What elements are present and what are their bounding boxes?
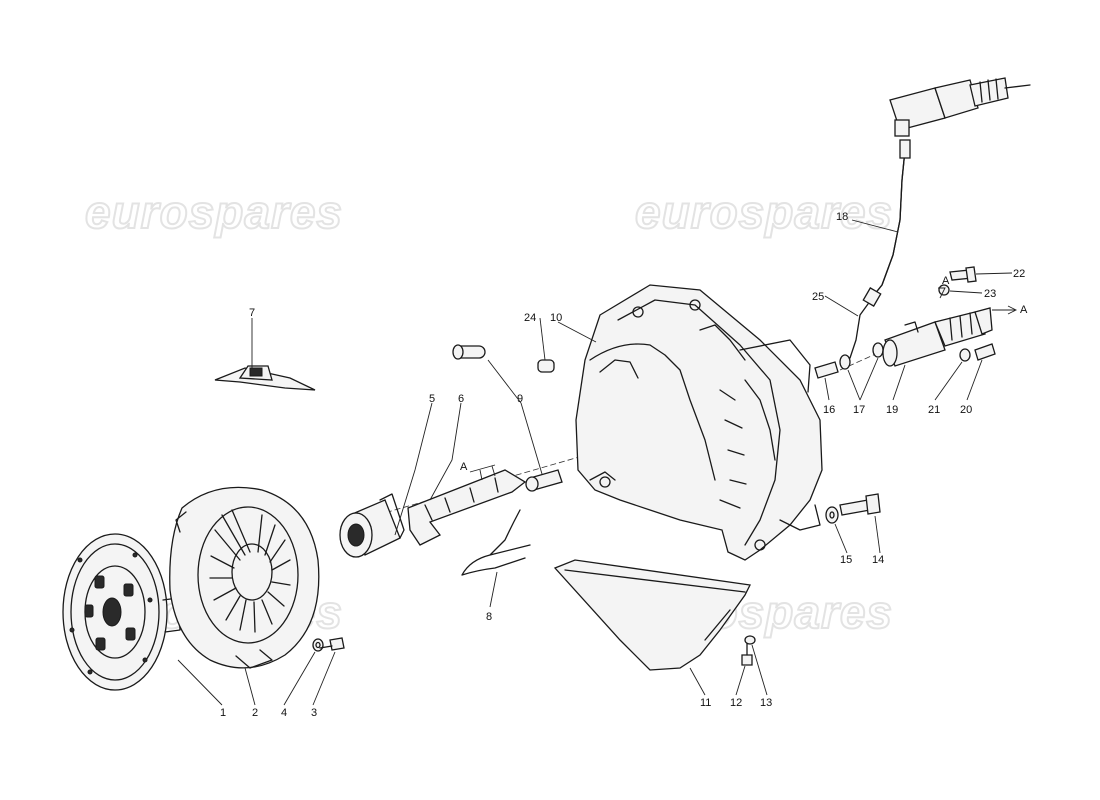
callout-1: 1 — [220, 707, 226, 719]
washer-13 — [744, 635, 756, 645]
washer-15 — [825, 506, 839, 524]
hydraulic-hose — [862, 139, 911, 307]
callout-16: 16 — [823, 404, 835, 416]
bolt-20 — [974, 343, 996, 361]
callout-7: 7 — [249, 307, 255, 319]
ref-marker-a-upper: A — [1020, 304, 1028, 316]
leader-lines — [177, 219, 1013, 706]
callout-23: 23 — [984, 288, 996, 300]
ref-marker-a-fork: A — [460, 461, 468, 473]
callout-8: 8 — [486, 611, 492, 623]
callout-20: 20 — [960, 404, 972, 416]
clutch-pipe — [849, 303, 869, 359]
callout-21: 21 — [928, 404, 940, 416]
callout-22: 22 — [1013, 268, 1025, 280]
washers-17 — [839, 342, 884, 370]
bolt-22 — [949, 266, 977, 283]
callout-17: 17 — [853, 404, 865, 416]
spring-clip — [461, 509, 531, 576]
callout-25: 25 — [812, 291, 824, 303]
ref-a-bracket-fork — [469, 464, 496, 481]
callout-3: 3 — [311, 707, 317, 719]
callout-15: 15 — [840, 554, 852, 566]
slave-cylinder — [882, 307, 993, 367]
washer-4 — [312, 638, 324, 652]
callout-4: 4 — [281, 707, 287, 719]
release-bearing — [339, 493, 405, 558]
bell-housing — [575, 284, 823, 561]
dust-cover — [553, 559, 751, 671]
clutch-disc — [62, 533, 181, 691]
pivot-pin-upper — [452, 344, 486, 360]
callout-18: 18 — [836, 211, 848, 223]
callout-2: 2 — [252, 707, 258, 719]
washer-21 — [959, 348, 971, 362]
dowel-24 — [537, 359, 555, 373]
rubber-pad-7 — [214, 365, 316, 391]
pivot-pin-lower — [525, 469, 563, 492]
callout-5: 5 — [429, 393, 435, 405]
ref-a-bracket-upper — [938, 287, 946, 299]
watermark-top-left: eurospares — [85, 186, 343, 238]
callout-11: 11 — [700, 697, 711, 709]
release-fork — [407, 469, 527, 546]
pressure-plate — [169, 486, 320, 669]
banjo-bolt-16 — [814, 361, 839, 379]
bolt-14 — [839, 493, 881, 516]
callout-13: 13 — [760, 697, 772, 709]
callout-9: 9 — [517, 393, 523, 405]
callout-24: 24 — [524, 312, 536, 324]
bolt-3 — [319, 637, 345, 651]
watermark-top-right: eurospares — [635, 186, 893, 238]
callout-labels: 1 2 3 4 5 6 7 8 9 10 11 12 13 14 15 16 1… — [220, 211, 1028, 719]
ref-marker-a-slave: A — [942, 275, 950, 287]
callout-12: 12 — [730, 697, 742, 709]
callout-6: 6 — [458, 393, 464, 405]
callout-10: 10 — [550, 312, 562, 324]
ref-a-arrow — [1007, 305, 1018, 315]
callout-19: 19 — [886, 404, 898, 416]
master-cylinder — [889, 77, 1031, 137]
callout-14: 14 — [872, 554, 884, 566]
